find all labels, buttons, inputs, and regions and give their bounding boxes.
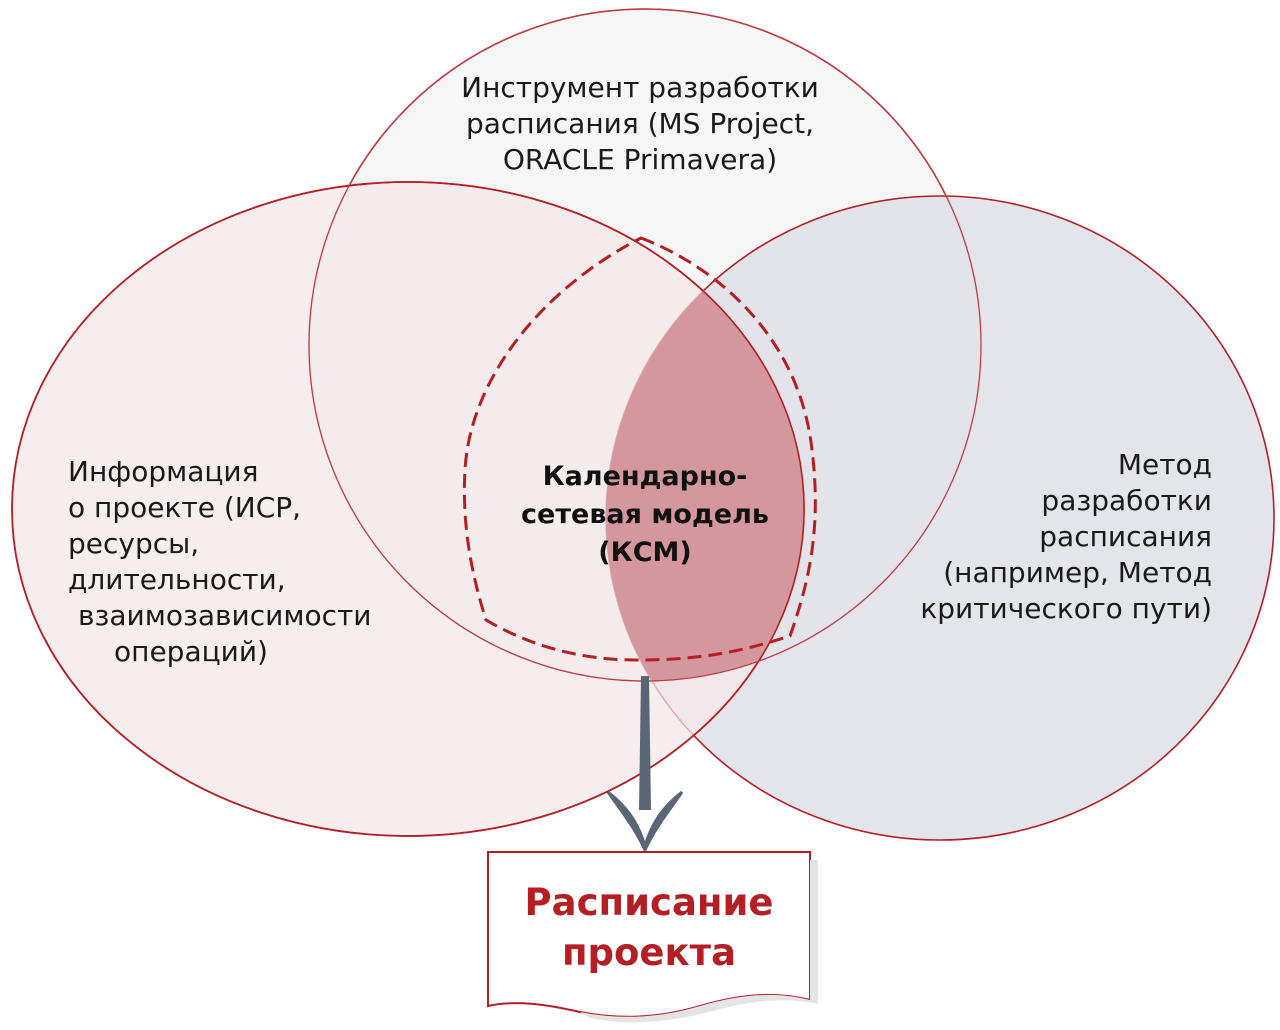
- right-circle-label-line: Метод: [1117, 448, 1212, 481]
- right-circle-label-line: критического пути): [920, 592, 1212, 625]
- right-circle-label-line: разработки: [1041, 484, 1212, 517]
- left-circle-label-line: Информация: [68, 455, 259, 488]
- output-document-title-line: Расписание: [524, 881, 774, 924]
- left-circle-label-line: длительности,: [68, 563, 286, 596]
- intersection-label-line: (КСМ): [598, 537, 692, 568]
- top-circle-label-line: расписания (MS Project,: [465, 107, 815, 140]
- output-arrow-shaft: [639, 676, 651, 810]
- left-circle-label-line: о проекте (ИСР,: [68, 491, 302, 524]
- left-circle-label: Информация о проекте (ИСР, ресурсы, длит…: [68, 454, 428, 670]
- intersection-label-line: Календарно-: [542, 461, 748, 492]
- right-circle-label-line: расписания: [1039, 520, 1212, 553]
- left-circle-label-line: операций): [114, 635, 268, 668]
- output-document-title: Расписание проекта: [488, 878, 810, 978]
- intersection-label-line: сетевая модель: [521, 499, 769, 530]
- output-document-title-line: проекта: [561, 931, 737, 974]
- top-circle-label-line: Инструмент разработки: [461, 71, 819, 104]
- right-circle-label-line: (например, Метод: [943, 556, 1212, 589]
- top-circle-label: Инструмент разработки расписания (MS Pro…: [380, 70, 900, 178]
- intersection-label: Календарно- сетевая модель (КСМ): [500, 458, 790, 572]
- intersection-dashed-outline: [462, 236, 817, 662]
- left-circle-edge: [11, 181, 805, 837]
- right-circle-label: Метод разработки расписания (например, М…: [880, 447, 1212, 627]
- top-circle-label-line: ORACLE Primavera): [502, 143, 778, 176]
- left-circle-label-line: ресурсы,: [68, 527, 200, 560]
- output-arrow-head: [606, 790, 684, 854]
- left-circle-label-line: взаимозависимости: [78, 599, 372, 632]
